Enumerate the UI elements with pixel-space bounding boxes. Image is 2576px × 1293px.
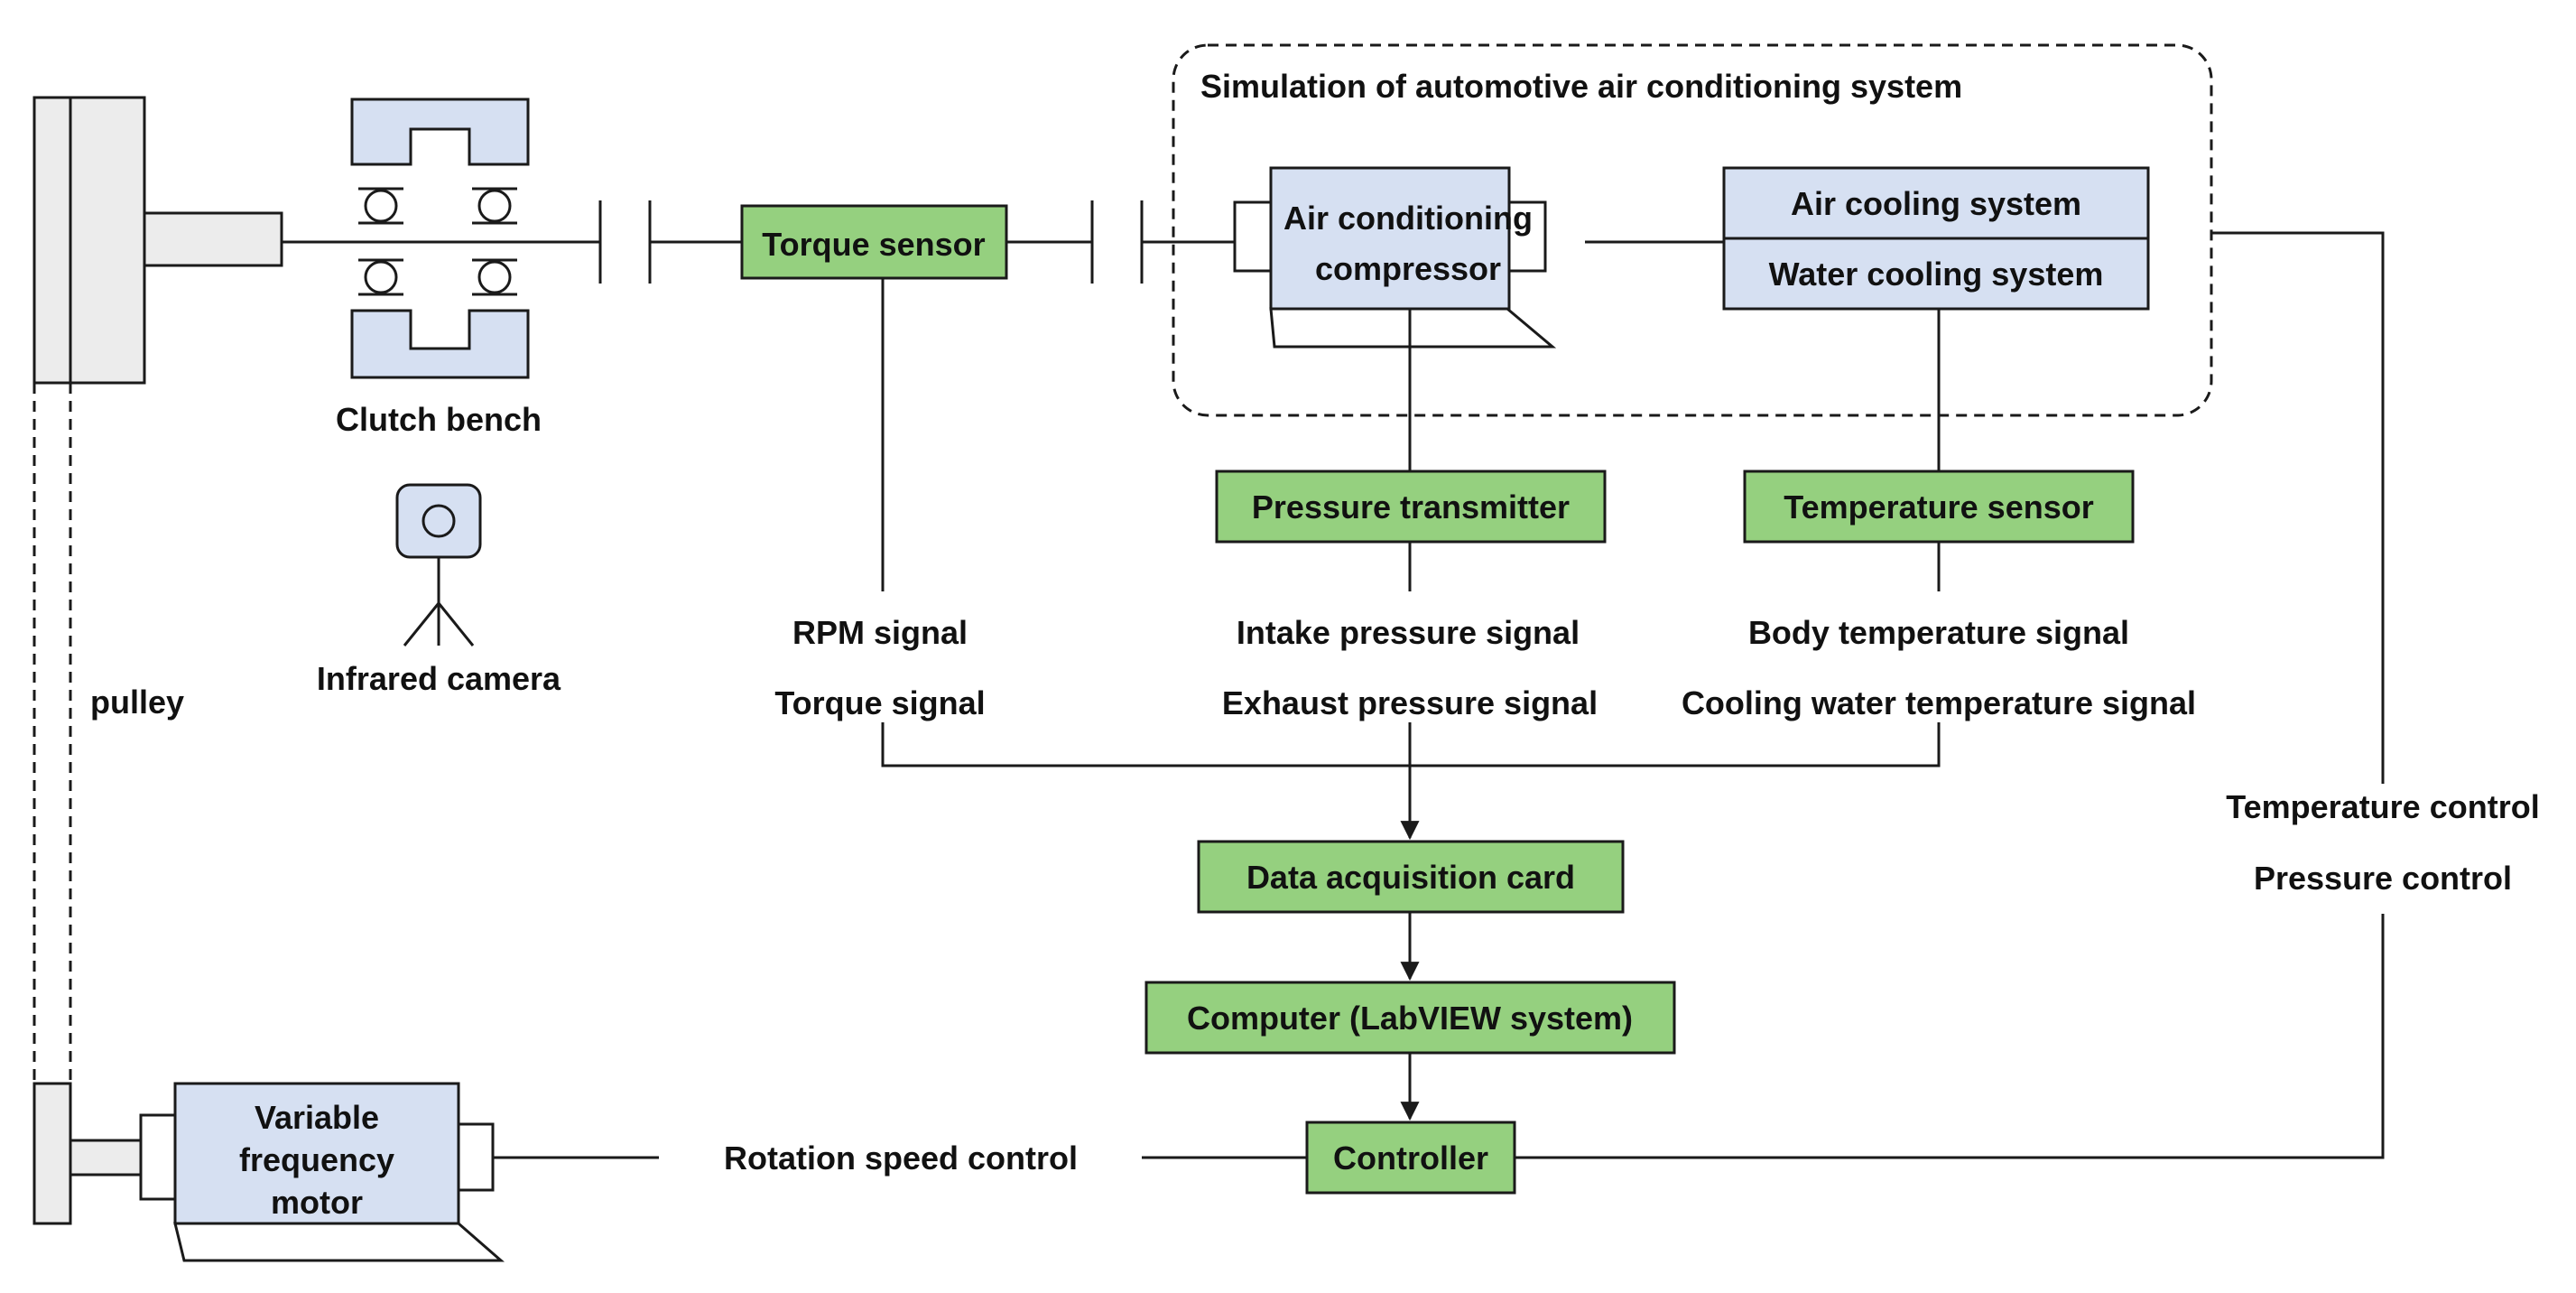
ac-system-group-boundary (1172, 43, 2213, 417)
pulley-structure (32, 96, 283, 1225)
clutch-bench-label: Clutch bench (336, 401, 542, 438)
signal-connectors (493, 231, 2385, 1159)
infrared-camera (395, 483, 482, 646)
water-cooling-box (1722, 237, 2150, 311)
air-cooling-box (1722, 166, 2150, 240)
body-temperature-signal-label: Body temperature signal (1748, 614, 2129, 651)
rpm-signal-label: RPM signal (792, 614, 968, 651)
motor-label-line2: frequency (239, 1141, 394, 1178)
compressor-housing (1233, 166, 1557, 349)
motor-label-line1: Variable (255, 1099, 379, 1136)
data-acquisition-card-label: Data acquisition card (1246, 859, 1575, 896)
temperature-sensor-label: Temperature sensor (1784, 488, 2093, 526)
compressor-label-line1: Air conditioning (1283, 200, 1533, 237)
temperature-control-label: Temperature control (2226, 788, 2539, 825)
water-cooling-label: Water cooling system (1769, 256, 2104, 293)
compressor-label-line2: compressor (1315, 250, 1501, 287)
variable-frequency-motor (139, 1082, 505, 1262)
compressor-box (1269, 166, 1511, 311)
exhaust-pressure-signal-label: Exhaust pressure signal (1222, 684, 1598, 721)
computer-label: Computer (LabVIEW system) (1187, 1000, 1633, 1037)
clutch-bench (350, 98, 530, 379)
drive-shaft (282, 200, 1724, 284)
rotation-speed-control-label: Rotation speed control (724, 1140, 1078, 1177)
intake-pressure-signal-label: Intake pressure signal (1237, 614, 1580, 651)
torque-signal-label: Torque signal (774, 684, 985, 721)
air-cooling-label: Air cooling system (1791, 185, 2081, 222)
pressure-control-label: Pressure control (2254, 860, 2512, 897)
torque-sensor-box (740, 204, 1008, 280)
infrared-camera-label: Infrared camera (317, 660, 561, 697)
controller-box (1305, 1121, 1516, 1195)
controller-label: Controller (1333, 1140, 1488, 1177)
pressure-transmitter-label: Pressure transmitter (1252, 488, 1570, 526)
computer-box (1144, 981, 1676, 1055)
group-title: Simulation of automotive air conditionin… (1200, 68, 1962, 105)
data-acquisition-card-box (1197, 840, 1625, 914)
cooling-water-temperature-signal-label: Cooling water temperature signal (1682, 684, 2196, 721)
motor-label-line3: motor (271, 1184, 363, 1221)
pulley-label: pulley (90, 684, 184, 721)
torque-sensor-label: Torque sensor (762, 226, 985, 263)
